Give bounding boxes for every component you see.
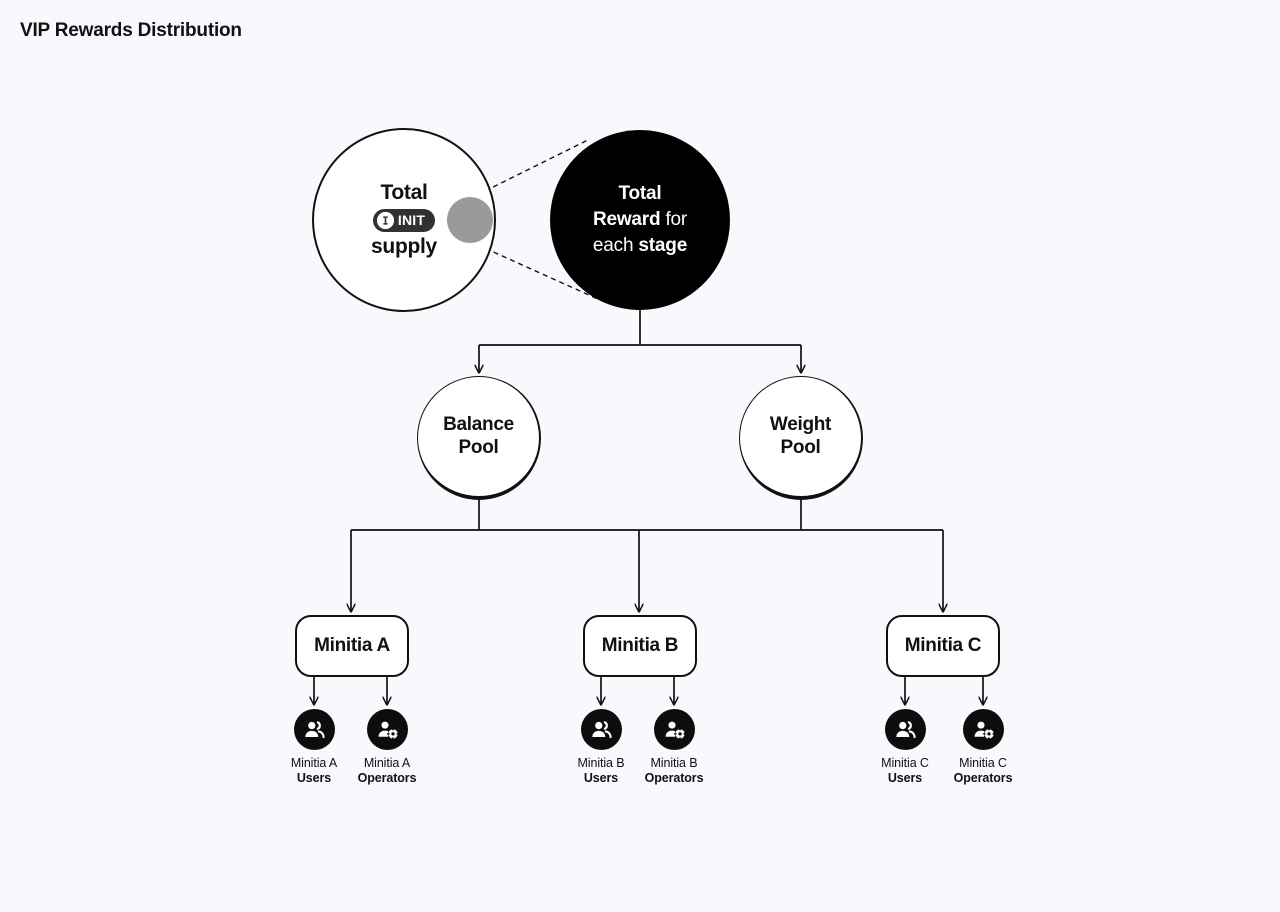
init-logo-icon bbox=[376, 211, 394, 229]
minitia-c-label: Minitia C bbox=[904, 635, 982, 656]
balance-pool-line2: Pool bbox=[458, 436, 499, 458]
total-supply-line1: Total bbox=[380, 181, 428, 205]
node-minitia-a[interactable]: Minitia A bbox=[295, 615, 409, 677]
minitia-a-users-caption: Minitia A Users bbox=[291, 756, 337, 786]
minitia-c-users-role: Users bbox=[887, 770, 923, 785]
minitia-c-users-owner: Minitia C bbox=[881, 756, 929, 770]
weight-pool-label: Weight Pool bbox=[770, 414, 831, 460]
minitia-c-operators-role: Operators bbox=[953, 770, 1013, 785]
minitia-c-operators-owner: Minitia C bbox=[959, 756, 1007, 770]
users-group-icon bbox=[580, 709, 622, 750]
total-supply-line2: supply bbox=[371, 234, 437, 258]
minitia-a-label: Minitia A bbox=[314, 635, 390, 656]
users-group-icon bbox=[293, 709, 335, 750]
node-balance-pool[interactable]: Balance Pool bbox=[417, 376, 541, 500]
minitia-c-users-caption: Minitia C Users bbox=[881, 756, 929, 786]
minitia-a-users-role: Users bbox=[296, 770, 332, 785]
reward-to-pools-connector bbox=[479, 310, 801, 372]
users-group-icon bbox=[884, 709, 926, 750]
minitia-a-users-owner: Minitia A bbox=[290, 756, 338, 770]
minitia-c-to-roles-connector bbox=[905, 677, 983, 704]
user-gear-icon bbox=[962, 709, 1004, 750]
minitia-b-operators-caption: Minitia B Operators bbox=[645, 756, 704, 786]
init-badge-label: INIT bbox=[397, 212, 426, 228]
reward-word-each: each bbox=[592, 235, 634, 257]
node-minitia-b[interactable]: Minitia B bbox=[583, 615, 697, 677]
minitia-c-operators-caption: Minitia C Operators bbox=[954, 756, 1013, 786]
total-reward-label: Total Reward for each stage bbox=[575, 181, 705, 260]
minitia-b-users-role: Users bbox=[583, 770, 619, 785]
minitia-a-to-roles-connector bbox=[314, 677, 387, 704]
node-minitia-c[interactable]: Minitia C bbox=[886, 615, 1000, 677]
minitia-a-operators-caption: Minitia A Operators bbox=[358, 756, 417, 786]
reward-word-stage: stage bbox=[638, 235, 688, 257]
minitia-b-operators-owner: Minitia B bbox=[650, 756, 698, 770]
reward-word-total: Total bbox=[618, 182, 662, 204]
minitia-b-to-roles-connector bbox=[601, 677, 674, 704]
reward-word-reward: Reward bbox=[592, 208, 661, 230]
node-minitia-c-operators[interactable]: Minitia C Operators bbox=[935, 709, 1031, 786]
node-minitia-a-operators[interactable]: Minitia A Operators bbox=[339, 709, 435, 786]
init-token-badge[interactable]: INIT bbox=[372, 208, 436, 232]
node-minitia-c-users[interactable]: Minitia C Users bbox=[857, 709, 953, 786]
supply-highlight-dot bbox=[447, 197, 493, 243]
pools-to-minitias-connector bbox=[351, 500, 943, 611]
user-gear-icon bbox=[366, 709, 408, 750]
minitia-b-users-caption: Minitia B Users bbox=[577, 756, 624, 786]
balance-pool-line1: Balance bbox=[443, 413, 514, 435]
minitia-b-users-owner: Minitia B bbox=[577, 756, 625, 770]
reward-word-for: for bbox=[665, 208, 688, 230]
node-minitia-a-users[interactable]: Minitia A Users bbox=[266, 709, 362, 786]
minitia-b-label: Minitia B bbox=[601, 635, 679, 656]
minitia-b-operators-role: Operators bbox=[644, 770, 704, 785]
balance-pool-label: Balance Pool bbox=[443, 414, 514, 460]
weight-pool-line1: Weight bbox=[769, 413, 832, 435]
node-weight-pool[interactable]: Weight Pool bbox=[739, 376, 863, 500]
node-total-reward[interactable]: Total Reward for each stage bbox=[550, 130, 730, 310]
node-minitia-b-operators[interactable]: Minitia B Operators bbox=[626, 709, 722, 786]
weight-pool-line2: Pool bbox=[780, 436, 821, 458]
minitia-a-operators-role: Operators bbox=[357, 770, 417, 785]
node-total-supply[interactable]: Total INIT supply bbox=[312, 128, 496, 312]
node-minitia-b-users[interactable]: Minitia B Users bbox=[553, 709, 649, 786]
minitia-a-operators-owner: Minitia A bbox=[363, 756, 411, 770]
user-gear-icon bbox=[653, 709, 695, 750]
page-title: VIP Rewards Distribution bbox=[20, 20, 242, 41]
